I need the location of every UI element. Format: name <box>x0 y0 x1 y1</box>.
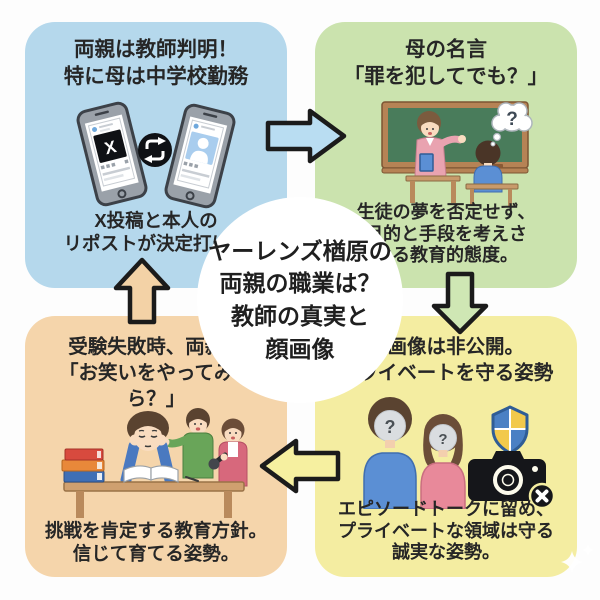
student-icon <box>465 140 519 206</box>
father-icon <box>160 408 214 479</box>
quadrant-title: 顔画像は非公開。 プライベートを守る姿勢 <box>338 336 554 384</box>
quadrant-exam-failure: 受験失敗時、両親が 「お笑いをやってみた ら？」 <box>25 316 287 577</box>
x-logo: X <box>103 137 119 158</box>
no-camera-icon <box>468 451 556 509</box>
quadrant-caption: X投稿と本人の リポストが決定打に。 <box>63 210 249 254</box>
anonymous-man-icon: ? <box>363 397 417 509</box>
quadrant-caption: エピソードトークに留め、 プライベートな領域は守る 誠実な姿勢。 <box>338 499 554 563</box>
quadrant-mother-quote: 母の名言 「罪を犯してでも？」 <box>315 22 577 288</box>
page-title: ヤーレンズ楢原の 両親の職業は？ 教師の真実と 顔画像 <box>208 237 392 362</box>
sparkle-icon <box>561 544 594 573</box>
repost-icon <box>138 133 172 167</box>
mother-with-mic-icon <box>208 418 248 487</box>
smartphone-x-post-icon: X <box>76 101 148 207</box>
smartphones-repost-illustration: X <box>76 101 236 209</box>
smartphone-profile-post-icon <box>164 103 236 209</box>
classroom-illustration: ? <box>381 101 533 206</box>
desk-icon <box>63 481 245 518</box>
privacy-illustration: ? ? <box>363 397 556 509</box>
books-stack-icon <box>61 448 105 483</box>
quadrant-title: 両親は教師判明！ 特に母は中学校勤務 <box>63 38 249 89</box>
question-bubble-icon: ? <box>490 102 533 147</box>
quadrant-title: 受験失敗時、両親が 「お笑いをやってみた ら？」 <box>58 336 254 410</box>
quadrant-caption: 挑戦を肯定する教育方針。 信じて育てる姿勢。 <box>44 520 267 564</box>
study-encouragement-illustration <box>61 408 248 518</box>
quadrant-private-face: 顔画像は非公開。 プライベートを守る姿勢 ? ? <box>315 316 577 577</box>
shield-icon <box>491 405 529 455</box>
open-book-icon <box>123 465 179 483</box>
quadrant-caption: 生徒の夢を否定せず、 目的と手段を考えさ せる教育的態度。 <box>356 202 536 266</box>
teacher-icon <box>405 111 466 203</box>
quadrant-parents-teachers: 両親は教師判明！ 特に母は中学校勤務 X <box>25 22 287 288</box>
up-arrow-icon <box>113 257 171 325</box>
left-arrow-icon <box>259 438 341 494</box>
center-title-circle: ヤーレンズ楢原の 両親の職業は？ 教師の真実と 顔画像 <box>197 197 403 403</box>
down-arrow-icon <box>431 271 489 335</box>
quadrant-title: 母の名言 「罪を犯してでも？」 <box>343 38 549 89</box>
question-mark: ? <box>438 431 447 448</box>
anonymous-woman-icon: ? <box>420 414 466 509</box>
right-arrow-icon <box>265 108 347 164</box>
question-mark: ? <box>385 417 396 437</box>
question-mark: ? <box>506 109 518 130</box>
